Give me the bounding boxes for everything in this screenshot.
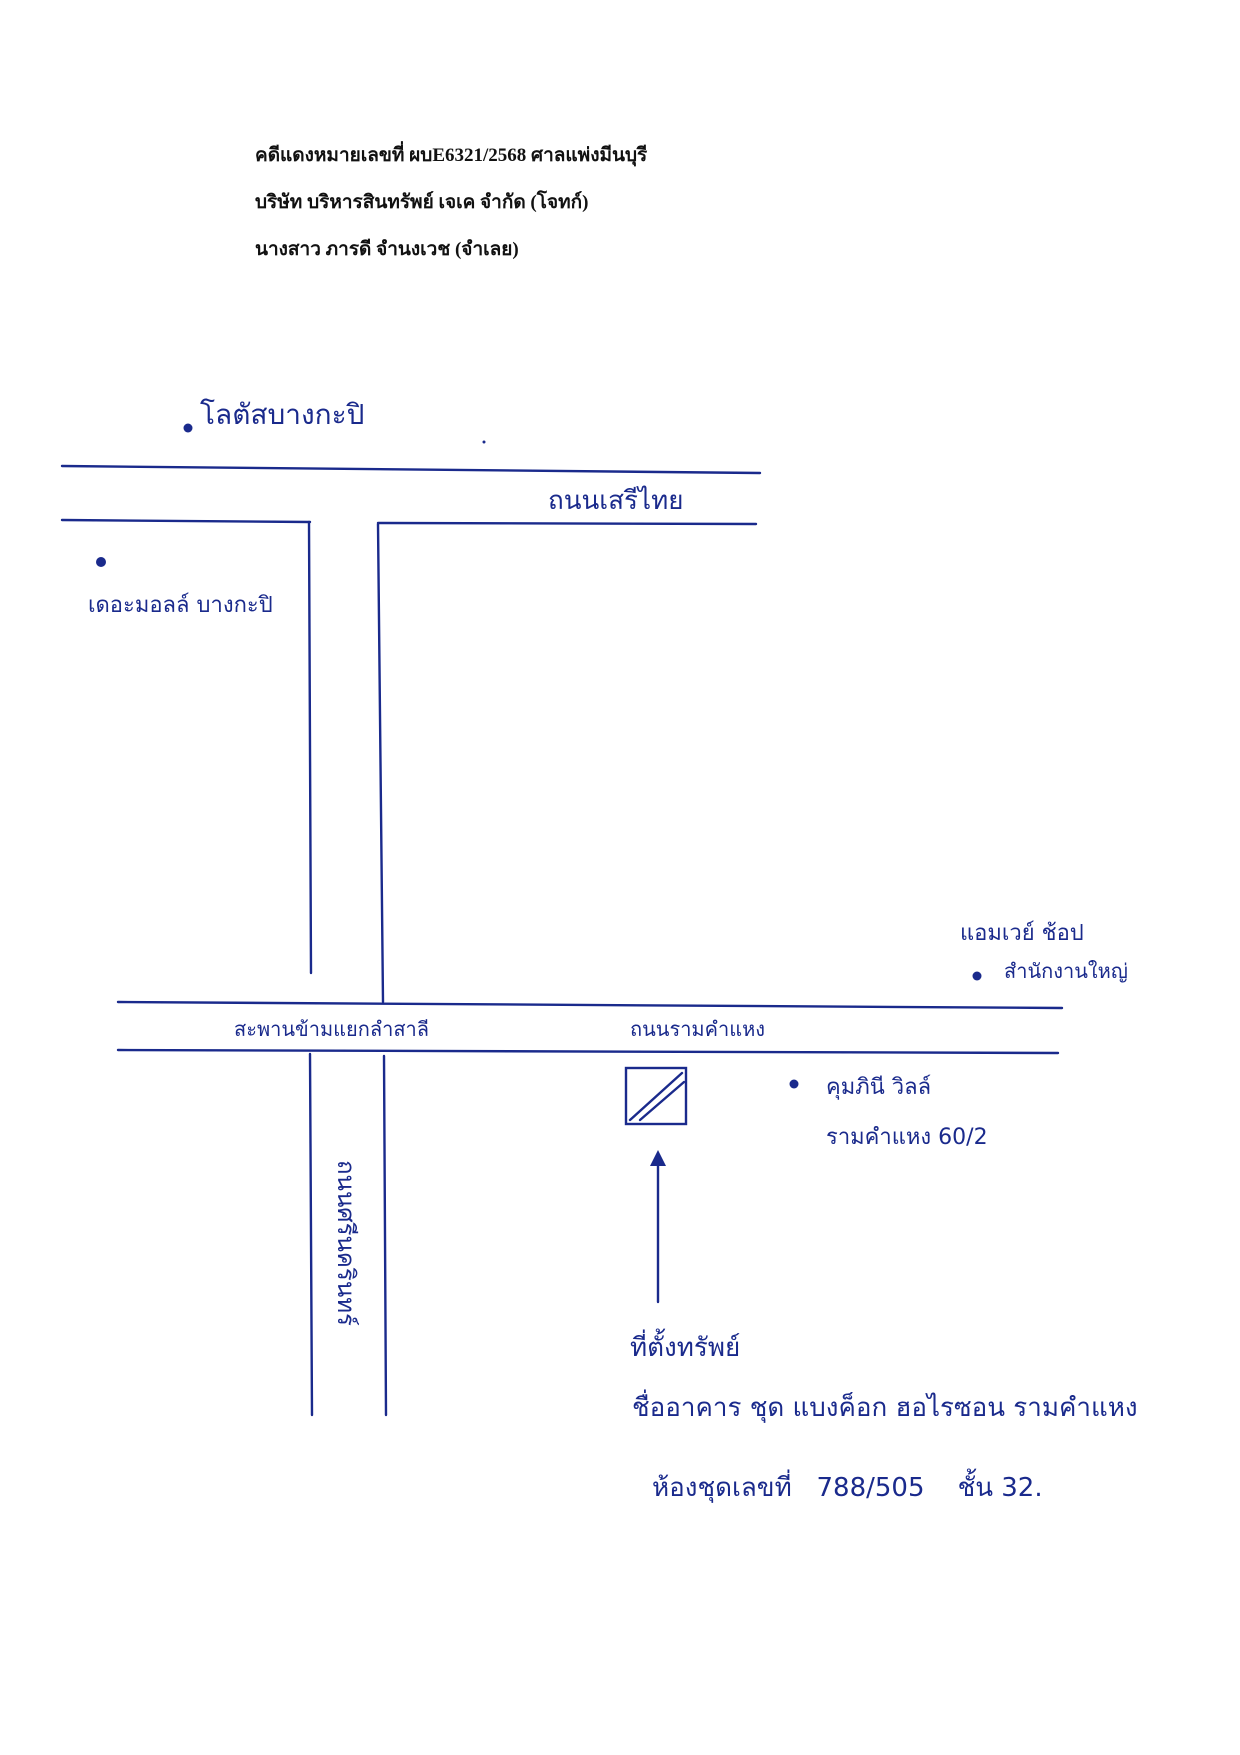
srinakarin-road-north-west-edge bbox=[307, 520, 313, 975]
seri-thai-road-label: ถนนเสรีไทย bbox=[548, 485, 683, 516]
ramkhamhaeng-road-north-edge bbox=[116, 1000, 1064, 1010]
stray-ink-dot bbox=[482, 440, 486, 444]
defendant-line: นางสาว ภารดี จำนงเวช (จำเลย) bbox=[255, 239, 519, 260]
property-location-box bbox=[624, 1066, 688, 1126]
amway-label-line2: สำนักงานใหญ่ bbox=[1004, 959, 1128, 983]
mall-label: เดอะมอลล์ บางกะปิ bbox=[88, 593, 273, 618]
property-hatch-line bbox=[638, 1080, 686, 1122]
amway-marker-dot bbox=[972, 971, 982, 981]
seri-thai-road-edge-bottom-right bbox=[376, 521, 758, 526]
case-number-line: คดีแดงหมายเลขที่ ผบE6321/2568 ศาลแพ่งมีน… bbox=[255, 145, 648, 166]
lotus-label: โลตัสบางกะปิ bbox=[200, 398, 364, 431]
kumpinee-marker-dot bbox=[789, 1079, 799, 1089]
arrow-head-icon bbox=[650, 1150, 666, 1166]
property-unit-number: ห้องชุดเลขที่ 788/505 ชั้น 32. bbox=[652, 1468, 1043, 1503]
ramkhamhaeng-road-south-edge bbox=[116, 1048, 1060, 1055]
seri-thai-road-edge-bottom-left bbox=[60, 518, 312, 524]
mall-marker-dot bbox=[96, 557, 106, 567]
kumpinee-label-line1: คุมภินี วิลล์ bbox=[826, 1075, 931, 1100]
property-hatch-line bbox=[628, 1071, 684, 1122]
ramkhamhaeng-road-label: ถนนรามคำแหง bbox=[630, 1017, 765, 1041]
property-label: ที่ตั้งทรัพย์ bbox=[630, 1328, 740, 1363]
property-building-name: ชื่ออาคาร ชุด แบงค็อก ฮอไรซอน รามคำแหง bbox=[632, 1389, 1138, 1423]
srinakarin-road-south-west-edge bbox=[308, 1052, 314, 1417]
srinakarin-road-south-east-edge bbox=[382, 1054, 388, 1417]
srinakarin-road-north-east-edge bbox=[376, 522, 385, 1004]
case-header: คดีแดงหมายเลขที่ ผบE6321/2568 ศาลแพ่งมีน… bbox=[255, 132, 647, 273]
kumpinee-label-line2: รามคำแหง 60/2 bbox=[826, 1125, 988, 1150]
seri-thai-road-edge-top bbox=[60, 464, 762, 475]
srinakarin-road-label: ถนนศรีนครินทร์ bbox=[332, 1160, 360, 1326]
bridge-label: สะพานข้ามแยกลำสาลี bbox=[234, 1017, 429, 1041]
amway-label-line1: แอมเวย์ ช้อป bbox=[960, 921, 1084, 946]
plaintiff-line: บริษัท บริหารสินทรัพย์ เจเค จำกัด (โจทก์… bbox=[255, 192, 589, 213]
lotus-marker-dot bbox=[183, 423, 193, 433]
